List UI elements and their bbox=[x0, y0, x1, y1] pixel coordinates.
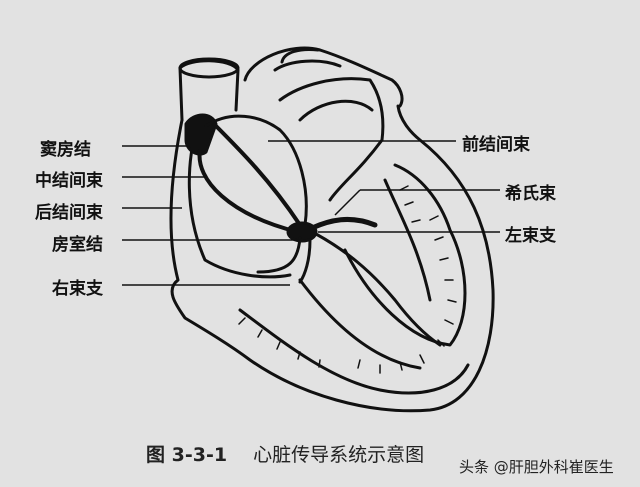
label-sa-node: 窦房结 bbox=[40, 140, 91, 160]
figure-caption: 图 3-3-1 心脏传导系统示意图 bbox=[146, 440, 424, 467]
aorta bbox=[243, 46, 404, 108]
label-middle-internodal-tract: 中结间束 bbox=[35, 171, 103, 191]
label-his-bundle: 希氏束 bbox=[505, 184, 556, 204]
av-node bbox=[286, 221, 318, 243]
left-bundle-branch bbox=[314, 232, 442, 347]
sa-node bbox=[184, 113, 218, 156]
leader-his-bundle bbox=[334, 189, 361, 216]
label-right-bundle-branch: 右束支 bbox=[52, 279, 103, 299]
label-left-bundle-branch: 左束支 bbox=[505, 226, 556, 246]
superior-vena-cava bbox=[178, 59, 240, 122]
heart-outline bbox=[169, 104, 495, 413]
label-anterior-internodal-tract: 前结间束 bbox=[462, 135, 530, 155]
figure-number: 图 3-3-1 bbox=[146, 444, 228, 466]
watermark: 头条 @肝胆外科崔医生 bbox=[459, 458, 614, 476]
label-av-node: 房室结 bbox=[52, 235, 103, 255]
figure-title: 心脏传导系统示意图 bbox=[253, 444, 425, 466]
label-posterior-internodal-tract: 后结间束 bbox=[35, 203, 103, 223]
his-bundle bbox=[309, 217, 378, 231]
right-bundle-branch bbox=[256, 236, 302, 274]
